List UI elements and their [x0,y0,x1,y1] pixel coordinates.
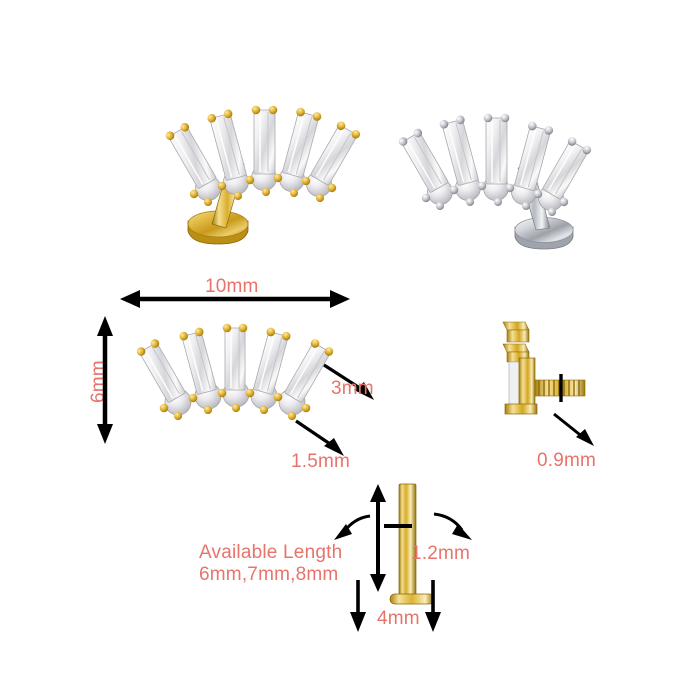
labret-bar-illustration [388,482,436,614]
dimension-label-thread-gauge: 0.9mm [537,450,597,471]
height-dimension-arrow [95,316,115,444]
width-dimension-arrow [120,288,350,310]
gold-product-illustration [160,78,370,273]
front-baguette-fan [136,323,334,403]
bar-gauge-tick [384,522,412,530]
available-length-title: Available Length [199,542,343,563]
disc-left-arrow [349,580,367,632]
gold-baguette-fan [165,105,361,189]
available-length-block: Available Length 6mm,7mm,8mm [199,542,342,587]
thread-gauge-leader-arrow [552,412,600,450]
silver-baguette-fan [398,113,592,200]
stone-depth-leader-arrow [322,362,380,404]
length-dimension-arrow [368,484,388,592]
dimension-label-width: 10mm [205,276,259,297]
dimension-label-bar-gauge: 1.2mm [411,543,471,564]
gold-labret-post [187,159,249,245]
available-length-leader-arrow [332,512,372,544]
dimension-label-bottom-thickness: 1.5mm [291,451,351,472]
disc-right-arrow [424,580,442,632]
bar-gauge-leader-arrow [432,510,474,544]
dimension-label-stone-depth: 3mm [331,378,374,399]
side-view-illustration [495,318,590,418]
bottom-thickness-leader-arrow [294,418,352,460]
available-length-values: 6mm,7mm,8mm [199,564,339,586]
silver-product-illustration [396,88,601,273]
dimension-label-disc-diameter: 4mm [377,608,420,629]
front-view-illustration [130,318,335,443]
